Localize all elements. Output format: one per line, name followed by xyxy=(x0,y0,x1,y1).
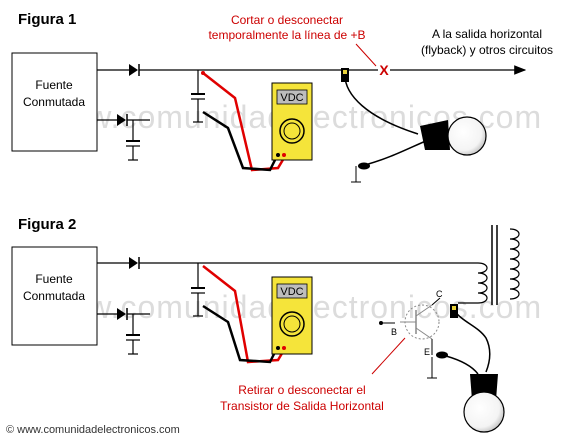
figure-2: Figura 2 Fuente Conmutada xyxy=(11,216,520,433)
multimeter: VDC xyxy=(271,82,313,161)
b-plus-line xyxy=(97,64,527,76)
diode-icon xyxy=(129,64,138,76)
diode-icon-2 xyxy=(117,114,126,126)
test-lamp xyxy=(341,68,487,183)
power-supply-2-label-2: Conmutada xyxy=(23,289,85,303)
power-supply-label-1: Fuente xyxy=(35,78,73,92)
note-2-line-1: Retirar o desconectar el xyxy=(238,383,365,397)
b-plus-line-2 xyxy=(97,257,478,269)
flyback-transformer xyxy=(458,225,520,305)
power-supply-label-2: Conmutada xyxy=(23,95,85,109)
power-supply-2-label-1: Fuente xyxy=(35,272,73,286)
meter-2-label: VDC xyxy=(280,286,303,298)
destination-line-1: A la salida horizontal xyxy=(432,27,542,41)
figure-1: Figura 1 Fuente Conmutada xyxy=(11,11,553,183)
meter-label: VDC xyxy=(280,92,303,104)
note-1-line-2: temporalmente la línea de +B xyxy=(208,28,365,42)
black-probe-lead xyxy=(202,110,278,172)
multimeter-2: VDC xyxy=(271,276,313,355)
red-probe-lead-2 xyxy=(202,265,286,364)
bulb-icon-2 xyxy=(463,391,505,433)
destination-line-2: (flyback) y otros circuitos xyxy=(421,43,553,57)
note-2-pointer xyxy=(371,337,406,375)
black-probe-lead-2 xyxy=(202,304,278,364)
cut-mark: X xyxy=(379,62,389,78)
power-supply-box-2 xyxy=(11,246,98,346)
pin-c-label: C xyxy=(436,289,443,299)
note-2-line-2: Transistor de Salida Horizontal xyxy=(220,399,384,413)
filter-capacitor xyxy=(191,70,205,123)
pin-e-label: E xyxy=(424,347,430,357)
figure-2-title: Figura 2 xyxy=(18,216,76,233)
output-transistor: C B E xyxy=(379,289,443,379)
note-1-line-1: Cortar o desconectar xyxy=(231,13,343,27)
note-1-pointer xyxy=(355,43,377,67)
secondary-line xyxy=(97,114,150,161)
test-lamp-2 xyxy=(436,304,505,433)
power-supply-box xyxy=(11,52,98,152)
filter-capacitor-2 xyxy=(191,263,205,317)
figure-1-title: Figura 1 xyxy=(18,11,76,28)
bulb-icon xyxy=(447,116,487,156)
footer-copyright: © www.comunidadelectronicos.com xyxy=(6,424,180,436)
pin-b-label: B xyxy=(391,327,397,337)
red-probe-lead xyxy=(202,72,286,172)
secondary-line-2 xyxy=(97,308,150,355)
